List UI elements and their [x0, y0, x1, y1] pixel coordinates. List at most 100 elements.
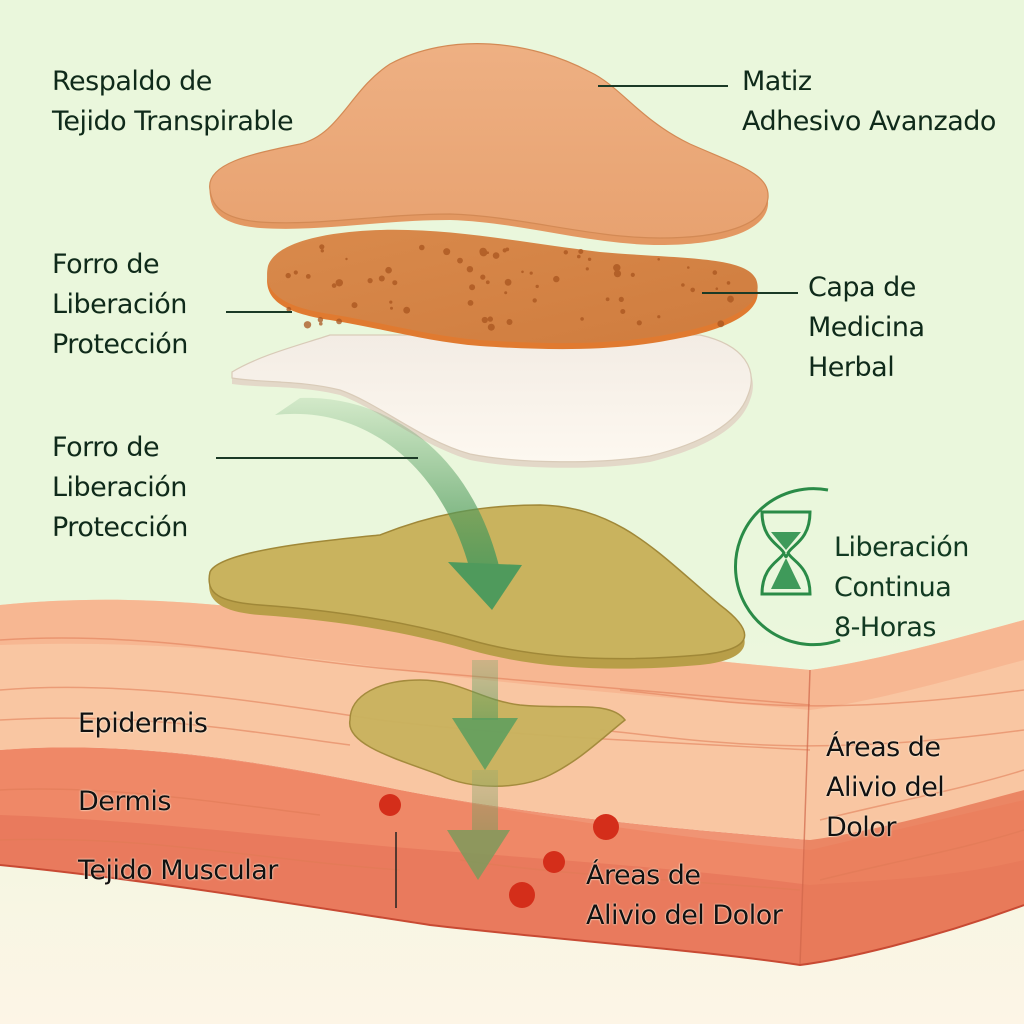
label-relief-right: Áreas de Alivio del Dolor	[826, 728, 945, 848]
label-muscle: Tejido Muscular	[78, 855, 278, 886]
label-line: 8-Horas	[834, 612, 936, 643]
pore	[535, 284, 539, 289]
pore	[715, 287, 719, 291]
label-line: Forro de	[52, 249, 160, 280]
pore	[506, 319, 513, 325]
pore	[717, 320, 725, 328]
label-line: Matiz	[742, 66, 812, 97]
pore	[469, 284, 476, 291]
pore	[367, 278, 373, 284]
pore	[392, 280, 398, 286]
label-line: Continua	[834, 572, 952, 603]
pore	[479, 247, 487, 256]
pain-dot	[543, 851, 565, 873]
pore	[529, 271, 533, 275]
pore	[521, 270, 524, 274]
pore	[605, 297, 610, 302]
backing-layer	[209, 43, 769, 245]
medicine-pores	[285, 244, 734, 331]
label-line: Liberación	[52, 472, 187, 503]
pore	[580, 317, 584, 321]
pore	[378, 275, 385, 282]
pore	[303, 321, 312, 329]
pore	[485, 280, 490, 285]
label-dermis: Dermis	[78, 786, 171, 817]
label-line: Capa de	[808, 272, 916, 303]
pore	[320, 249, 324, 253]
label-release: Liberación Continua 8-Horas	[834, 528, 969, 648]
pore	[443, 248, 451, 256]
pore	[577, 254, 581, 259]
pore	[390, 306, 393, 310]
pore	[319, 244, 325, 250]
label-backing: Respaldo de Tejido Transpirable	[52, 62, 294, 142]
label-line: Tejido Transpirable	[52, 106, 294, 137]
flow-arrow-icon	[447, 660, 518, 880]
pore	[726, 281, 731, 285]
pore	[690, 287, 695, 293]
label-line: Herbal	[808, 352, 895, 383]
label-line: Liberación	[52, 289, 187, 320]
hourglass-icon	[734, 487, 841, 647]
pore	[487, 316, 493, 322]
skin-bottom-edge	[0, 864, 1024, 967]
pore	[351, 302, 358, 309]
label-medicine: Capa de Medicina Herbal	[808, 268, 925, 388]
pore	[657, 258, 660, 261]
pore	[285, 272, 291, 279]
pore	[681, 283, 685, 287]
label-line: Alivio del Dolor	[586, 900, 783, 931]
label-line: Forro de	[52, 432, 160, 463]
dermis-layer	[0, 747, 1024, 885]
label-line: Medicina	[808, 312, 925, 343]
pain-dot	[379, 794, 401, 816]
label-epidermis: Epidermis	[78, 708, 208, 739]
pore	[305, 274, 311, 279]
pore	[504, 278, 512, 286]
skin-cross-section	[0, 599, 1024, 967]
pore	[620, 309, 626, 314]
pore	[286, 306, 292, 312]
pore	[293, 270, 298, 275]
pore	[480, 274, 486, 280]
pore	[317, 317, 324, 323]
label-line: Áreas de	[586, 860, 701, 891]
label-line: Protección	[52, 512, 188, 543]
pain-dot	[509, 882, 535, 908]
label-line: Adhesivo Avanzado	[742, 106, 996, 137]
pore	[336, 318, 342, 325]
pore	[657, 315, 661, 319]
callout-lines	[216, 85, 798, 459]
label-line: Áreas de	[826, 732, 941, 763]
pore	[502, 248, 507, 253]
pore	[403, 306, 411, 314]
pore	[335, 279, 343, 287]
pore	[419, 244, 425, 251]
release-liner-layer	[231, 334, 753, 468]
pain-relief-points	[379, 794, 619, 908]
curved-flow-arrow-icon	[275, 397, 522, 610]
medicine-layer	[267, 229, 758, 350]
pore	[504, 291, 508, 295]
pore	[587, 257, 592, 261]
pore	[319, 321, 323, 326]
label-line: Respaldo de	[52, 66, 212, 97]
pore	[345, 257, 348, 261]
pore	[585, 267, 589, 271]
pore	[457, 257, 463, 264]
label-line: Dolor	[826, 812, 896, 843]
pore	[532, 298, 537, 303]
label-line: Alivio del	[826, 772, 945, 803]
pore	[578, 249, 584, 254]
pore	[331, 283, 337, 288]
label-line: Liberación	[834, 532, 969, 563]
pore	[613, 270, 622, 278]
pore	[618, 296, 624, 302]
label-liner-bottom: Forro de Liberación Protección	[52, 428, 188, 548]
label-adhesive: Matiz Adhesivo Avanzado	[742, 62, 996, 142]
label-line: Protección	[52, 329, 188, 360]
pore	[729, 299, 733, 303]
pore	[553, 275, 560, 283]
label-liner-top: Forro de Liberación Protección	[52, 245, 188, 365]
